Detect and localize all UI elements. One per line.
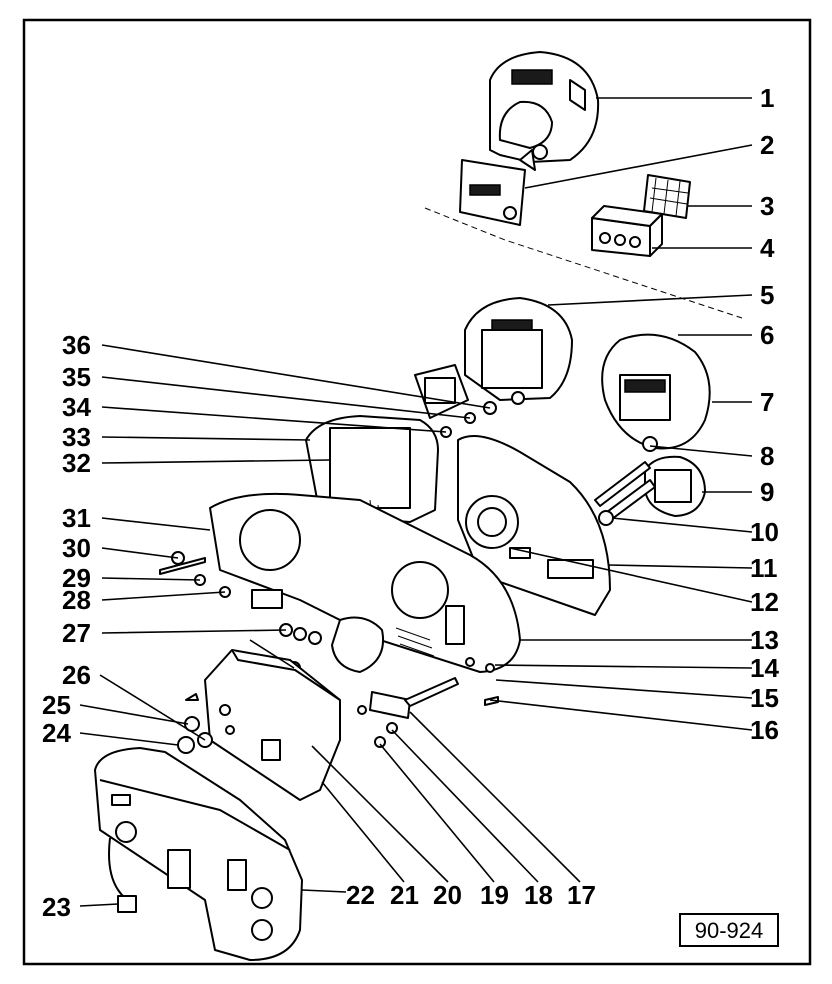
callout-4: 4 xyxy=(760,233,775,263)
callout-27: 27 xyxy=(62,618,91,648)
callout-15: 15 xyxy=(750,683,779,713)
callout-9: 9 xyxy=(760,477,774,507)
part-4-connector-block xyxy=(591,205,663,257)
part-3-foil-sheet xyxy=(643,174,691,219)
leader-lines xyxy=(79,97,753,907)
part-9-small-gauge xyxy=(644,455,706,517)
callout-10: 10 xyxy=(750,517,779,547)
callout-23: 23 xyxy=(42,892,71,922)
callout-29: 29 xyxy=(62,563,91,593)
callout-5: 5 xyxy=(760,280,774,310)
callout-labels: 1 2 3 4 5 6 7 8 9 10 11 12 13 14 15 16 1… xyxy=(42,83,779,922)
part-7-rear-cover xyxy=(601,333,711,450)
callout-33: 33 xyxy=(62,422,91,452)
callout-1: 1 xyxy=(760,83,774,113)
callout-25: 25 xyxy=(42,690,71,720)
callout-24: 24 xyxy=(42,718,71,748)
callout-16: 16 xyxy=(750,715,779,745)
part-35-module xyxy=(414,364,497,438)
callout-35: 35 xyxy=(62,362,91,392)
callout-26: 26 xyxy=(62,660,91,690)
callout-32: 32 xyxy=(62,448,91,478)
part-2-circuit-board xyxy=(459,149,536,226)
part-17-bracket xyxy=(357,657,499,748)
callout-12: 12 xyxy=(750,587,779,617)
callout-31: 31 xyxy=(62,503,91,533)
callout-21: 21 xyxy=(390,880,419,910)
callout-17: 17 xyxy=(567,880,596,910)
part-23-plug xyxy=(108,837,137,913)
part-21-housing xyxy=(204,649,341,801)
figure-reference-text: 90-924 xyxy=(695,918,764,943)
callout-22: 22 xyxy=(346,880,375,910)
callout-2: 2 xyxy=(760,130,774,160)
callout-13: 13 xyxy=(750,625,779,655)
part-22-front-housing xyxy=(94,747,303,961)
figure-reference-box xyxy=(679,913,779,947)
part-13-main-plate xyxy=(209,492,521,673)
part-8-10-shaft xyxy=(594,436,658,526)
callout-19: 19 xyxy=(480,880,509,910)
figure-reference: 90-924 xyxy=(679,913,779,947)
guide-line xyxy=(424,207,743,319)
callout-3: 3 xyxy=(760,191,774,221)
diagram-frame xyxy=(22,18,812,966)
part-11-printed-circuit xyxy=(457,435,611,616)
callout-30: 30 xyxy=(62,533,91,563)
callout-28: 28 xyxy=(62,585,91,615)
part-33-movement xyxy=(305,415,439,546)
part-5-meter-housing xyxy=(464,297,573,405)
callout-6: 6 xyxy=(760,320,774,350)
callout-11: 11 xyxy=(750,553,778,583)
callout-36: 36 xyxy=(62,330,91,360)
callout-7: 7 xyxy=(760,387,774,417)
callout-34: 34 xyxy=(62,392,91,422)
callout-20: 20 xyxy=(433,880,462,910)
callout-18: 18 xyxy=(524,880,553,910)
part-1-gauge-housing xyxy=(489,51,600,163)
callout-8: 8 xyxy=(760,441,774,471)
callout-14: 14 xyxy=(750,653,779,683)
